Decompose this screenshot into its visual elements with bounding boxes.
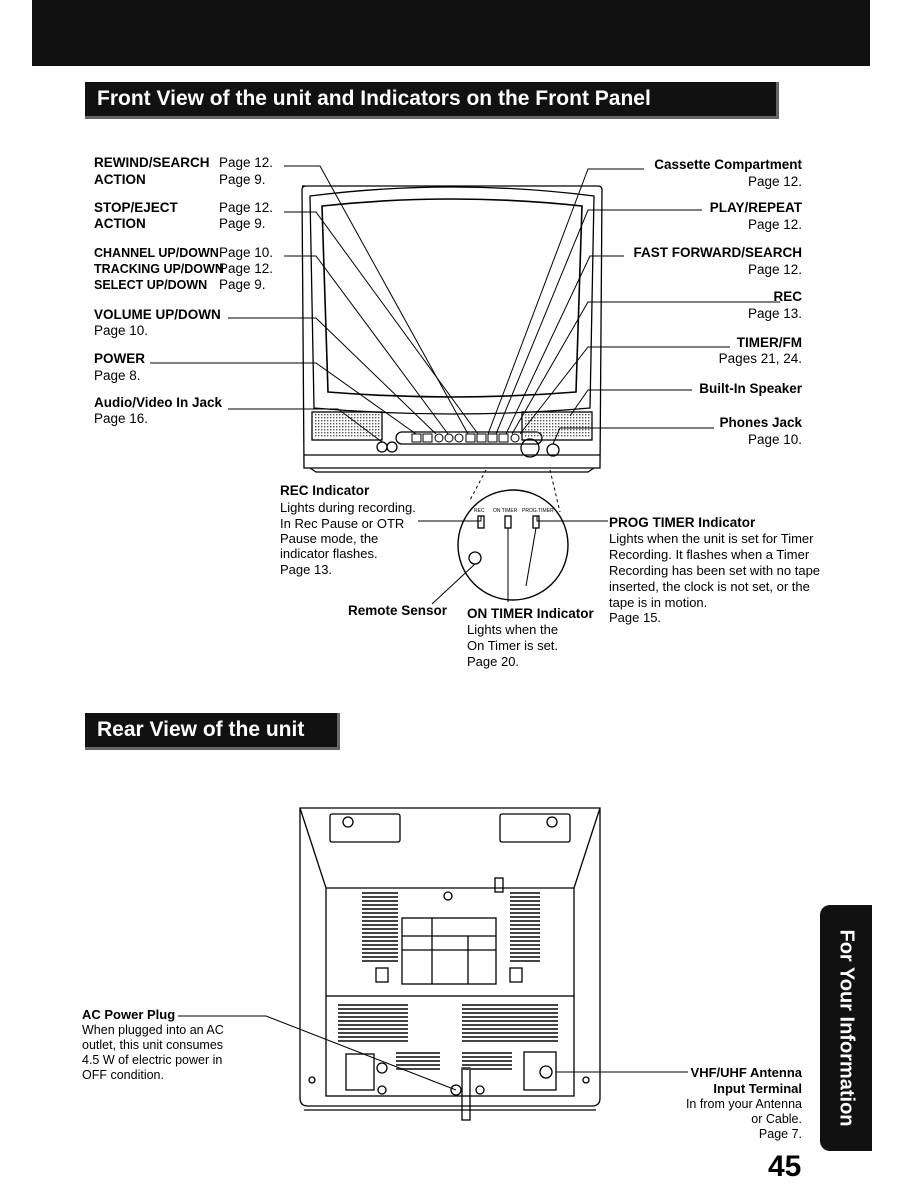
indicator-on-timer-tag: ON TIMER [493,508,518,514]
right-handle [499,813,571,843]
rear-cabinet [299,807,601,1107]
ffwd-page: Page 12. [747,262,802,277]
stop-eject-page: Page 12. [219,200,274,215]
channel-label: CHANNEL UP/DOWN [94,246,219,260]
play-label: PLAY/REPEAT [709,200,802,215]
rec-indicator-desc-5: Page 13. [280,562,333,577]
on-timer-label: ON TIMER Indicator [467,606,594,621]
indicator-prog-timer-tag: PROG.TIMER [522,508,554,514]
front-view-heading: Front View of the unit and Indicators on… [85,82,779,119]
prog-timer-desc-3: Recording has been set with no tape [609,563,821,578]
side-tab: For Your Information [820,905,872,1151]
speaker-label: Built-In Speaker [699,381,802,396]
ac-plug-desc-3: 4.5 W of electric power in [82,1053,223,1067]
prog-timer-label: PROG TIMER Indicator [609,515,756,530]
cassette-page: Page 12. [747,174,802,189]
page-number: 45 [768,1150,802,1183]
left-handle [329,813,401,843]
volume-label: VOLUME UP/DOWN [94,307,221,322]
select-page: Page 9. [219,277,266,292]
stop-action-label: ACTION [94,216,146,231]
volume-page: Page 10. [94,323,149,338]
tracking-page: Page 12. [219,261,274,276]
top-bar [32,0,870,66]
indicator-rec-tag: REC [474,508,485,514]
on-timer-desc-2: On Timer is set. [467,638,559,653]
side-tab-label: For Your Information [835,929,858,1127]
rec-page: Page 13. [747,306,802,321]
prog-timer-desc-1: Lights when the unit is set for Timer [609,531,814,546]
phones-page: Page 10. [747,432,802,447]
power-page: Page 8. [94,368,141,383]
rear-view-heading: Rear View of the unit [85,713,340,750]
rewind-search-page: Page 12. [219,155,274,170]
power-label: POWER [94,351,146,366]
antenna-desc-3: Page 7. [758,1127,802,1141]
antenna-label-2: Input Terminal [713,1081,802,1096]
prog-timer-desc-5: tape is in motion. [609,595,708,610]
rec-indicator-label: REC Indicator [280,483,370,498]
prog-timer-desc-2: Recording. It flashes when a Timer [609,547,810,562]
ac-plug-desc-2: outlet, this unit consumes [82,1038,224,1052]
phones-label: Phones Jack [719,415,802,430]
av-jack-page: Page 16. [94,411,149,426]
antenna-desc-2: or Cable. [751,1112,802,1126]
ffwd-label: FAST FORWARD/SEARCH [633,245,802,260]
select-label: SELECT UP/DOWN [94,278,208,292]
indicator-callout [457,489,569,601]
tv-body [301,185,603,469]
rec-label: REC [773,289,802,304]
left-speaker-grille [311,411,383,441]
channel-page: Page 10. [219,245,274,260]
stop-eject-label: STOP/EJECT [94,200,178,215]
ac-plug-label: AC Power Plug [82,1007,176,1022]
rec-indicator-desc-3: Pause mode, the [280,531,379,546]
rewind-action-label: ACTION [94,172,146,187]
stop-action-page: Page 9. [219,216,266,231]
right-speaker-grille [521,411,593,441]
ac-plug-desc-1: When plugged into an AC [82,1023,224,1037]
antenna-desc-1: In from your Antenna [685,1097,802,1111]
tv-bezel [309,186,595,415]
play-page: Page 12. [747,217,802,232]
on-timer-desc-1: Lights when the [467,622,559,637]
rec-indicator-desc-2: In Rec Pause or OTR [280,516,405,531]
rec-indicator-desc-1: Lights during recording. [280,500,416,515]
antenna-label-1: VHF/UHF Antenna [690,1065,802,1080]
ac-plug-desc-4: OFF condition. [82,1068,164,1082]
rec-indicator-desc-4: indicator flashes. [280,546,378,561]
prog-timer-desc-6: Page 15. [609,610,662,625]
remote-sensor-label: Remote Sensor [348,603,448,618]
cassette-label: Cassette Compartment [654,157,802,172]
on-timer-desc-3: Page 20. [467,654,520,669]
tv-screen [321,198,583,398]
av-jack-label: Audio/Video In Jack [94,395,223,410]
rewind-search-label: REWIND/SEARCH [94,155,210,170]
rewind-action-page: Page 9. [219,172,266,187]
timer-page: Pages 21, 24. [718,351,802,366]
prog-timer-desc-4: inserted, the clock is not set, or the [609,579,810,594]
tracking-label: TRACKING UP/DOWN [94,262,224,276]
timer-label: TIMER/FM [736,335,802,350]
